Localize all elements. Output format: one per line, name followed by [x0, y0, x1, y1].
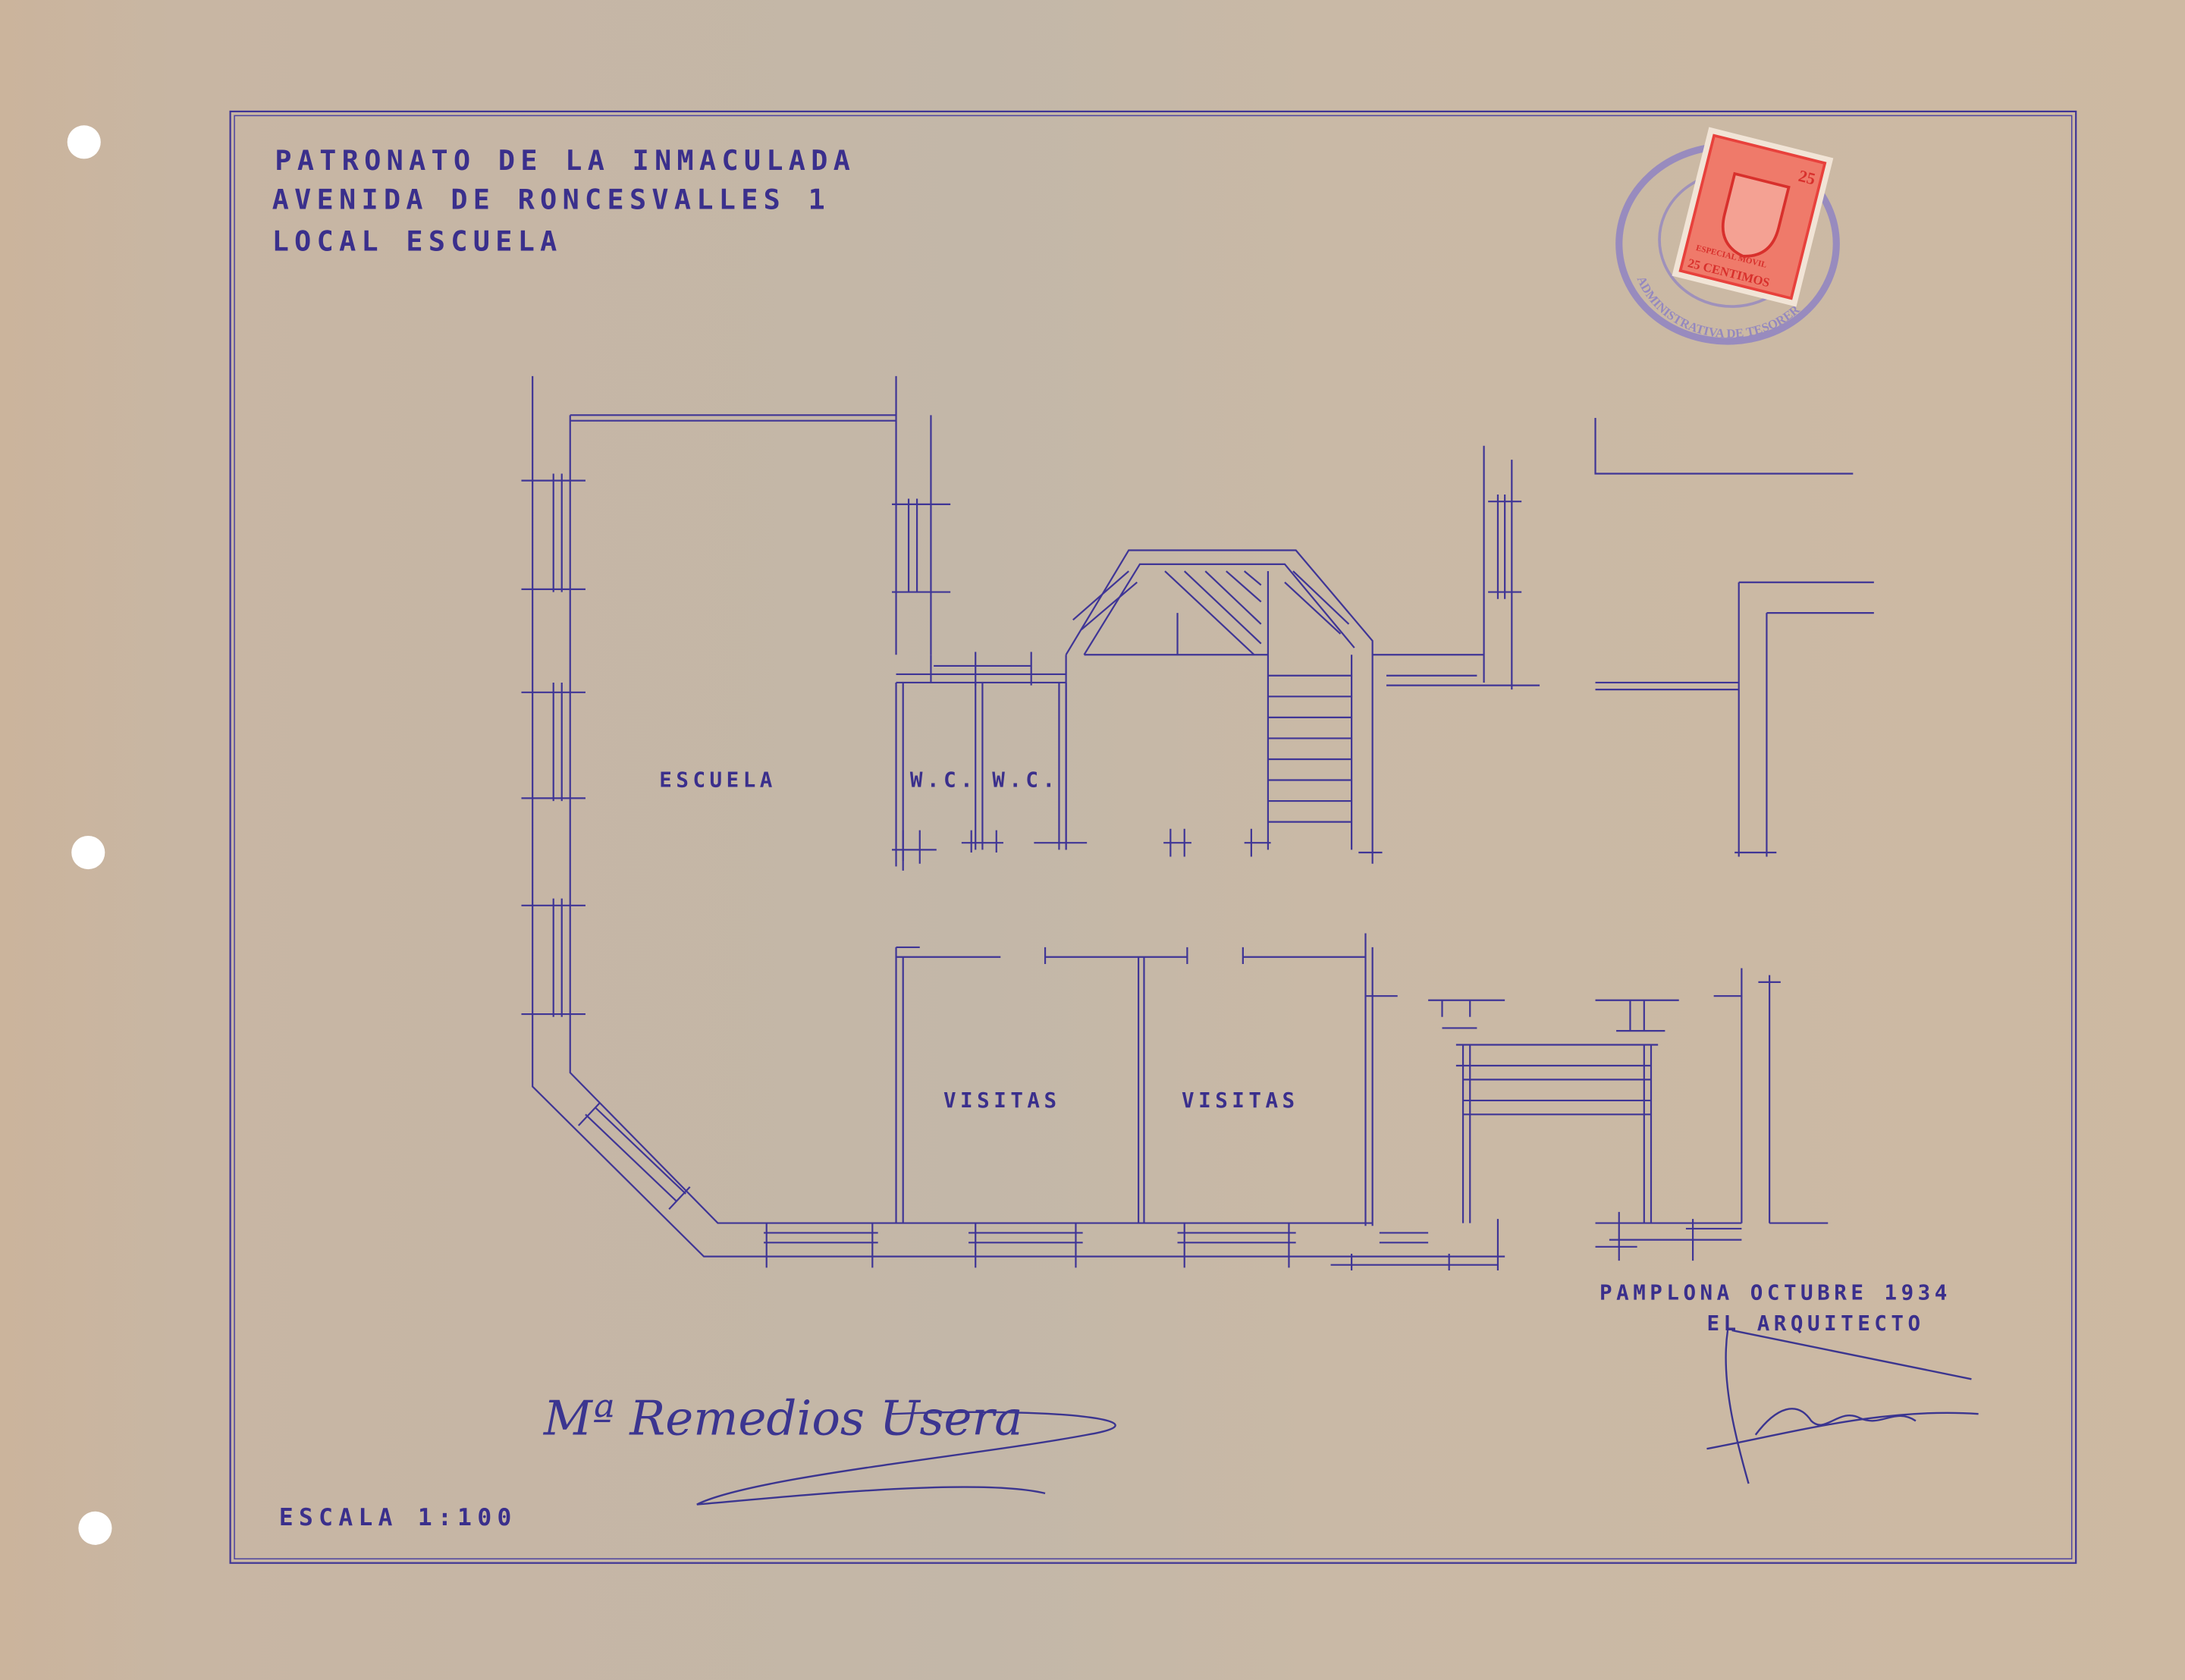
postmark-text: ADMINISTRATIVA DE TESORERIA — [0, 0, 1803, 341]
title-block: PATRONATO DE LA INMACULADA AVENIDA DE RO… — [272, 144, 855, 258]
room-label-escuela: ESCUELA — [659, 768, 777, 793]
punch-holes — [67, 125, 112, 1545]
coat-of-arms-icon — [1721, 171, 1791, 258]
scale-label: ESCALA 1:100 — [279, 1504, 517, 1531]
room-label-wc: W.C. — [992, 768, 1059, 793]
architect-signature — [1706, 1329, 1979, 1484]
place-date: PAMPLONA OCTUBRE 1934 — [1600, 1281, 1951, 1305]
client-signature-text: Mª Remedios Usera — [543, 1391, 1023, 1446]
title-line-1: PATRONATO DE LA INMACULADA — [275, 144, 855, 177]
punch-hole — [71, 835, 105, 870]
client-signature: Mª Remedios Usera — [543, 1391, 1116, 1506]
punch-hole — [78, 1511, 112, 1545]
svg-text:ADMINISTRATIVA DE TESORERIA: ADMINISTRATIVA DE TESORERIA — [0, 0, 1803, 341]
drawing-border — [229, 110, 2077, 1564]
room-label-visitas: VISITAS — [1182, 1088, 1299, 1113]
room-labels: ESCUELA W.C. W.C. VISITAS VISITAS — [659, 768, 1299, 1113]
title-line-3: LOCAL ESCUELA — [272, 225, 563, 258]
plan-walls — [521, 375, 1874, 1271]
room-label-wc: W.C. — [910, 768, 977, 793]
title-line-2: AVENIDA DE RONCESVALLES 1 — [272, 183, 830, 215]
room-label-visitas: VISITAS — [943, 1088, 1061, 1113]
punch-hole — [67, 125, 101, 159]
